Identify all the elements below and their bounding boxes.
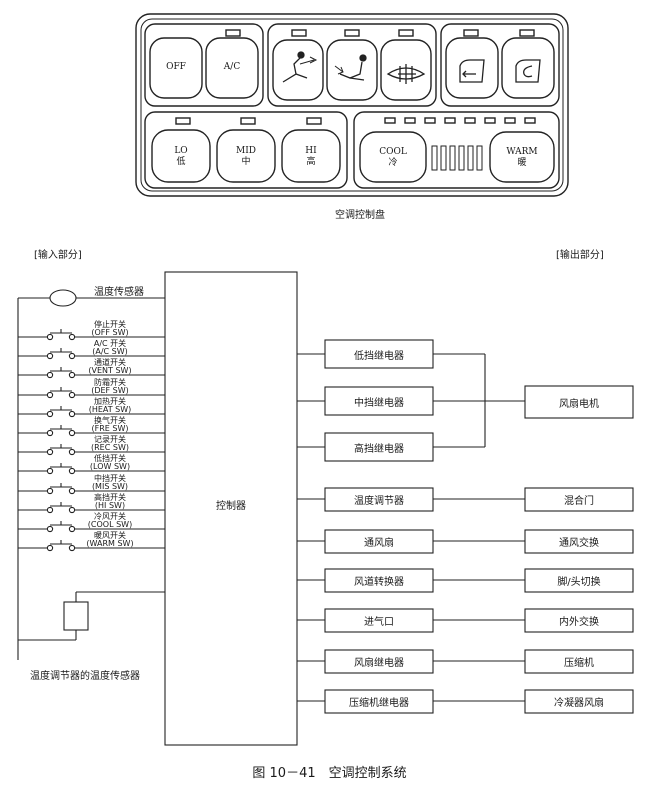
switch-label-cn: 换气开关 [94,416,126,425]
relay-high-label: 高挡继电器 [354,444,404,455]
relay-mid-label: 中挡继电器 [354,398,404,409]
switch-contact [18,444,165,456]
switch-contact [18,348,165,360]
switch-label-cn: A/C 开关 [93,339,127,348]
switch-label-en: (FRE SW) [91,424,129,433]
switch-label-cn: 停止开关 [94,320,126,329]
switch-contact [18,406,165,418]
output-left-label: 温度调节器 [354,496,404,507]
recirculation-icon [515,59,541,83]
switch-label-en: (OFF SW) [91,328,129,337]
switch-label-en: (REC SW) [91,443,129,452]
lo-button[interactable] [151,129,211,183]
control-panel-drawing [135,13,569,197]
switch-label-cn: 加热开关 [94,397,126,406]
cool-button-label: COOL [379,147,407,157]
switch-label-cn: 中挡开关 [94,474,126,483]
vent-mode-icon [282,51,318,83]
controller-label: 控制器 [216,501,246,512]
mid-button-label: MID [236,146,256,156]
mid-button-label-cn: 中 [241,157,251,167]
switch-label-en: (A/C SW) [92,347,128,356]
output-right-label: 混合门 [564,496,594,507]
output-left-label: 风道转换器 [354,577,404,588]
lo-button-label-cn: 低 [176,157,186,167]
off-button[interactable] [149,37,203,99]
switch-label-en: (HI SW) [94,501,126,510]
output-left-label: 进气口 [364,617,394,628]
switch-contact [18,425,165,437]
fresh-air-button[interactable] [445,37,499,99]
switch-label-cn: 冷风开关 [94,512,126,521]
recirculation-button[interactable] [501,37,555,99]
output-left-label: 通风扇 [364,538,394,549]
switch-contact [18,367,165,379]
off-button-label: OFF [166,62,186,72]
switch-label-cn: 暖风开关 [94,531,126,540]
switch-label-en: (DEF SW) [91,386,129,395]
switch-label-cn: 通道开关 [94,358,126,367]
output-right-label: 冷凝器风扇 [554,698,604,709]
hi-button-label-cn: 高 [306,157,316,167]
switch-label-en: (WARM SW) [86,539,134,548]
switch-contact [18,463,165,475]
output-section-heading: [输出部分] [556,250,604,261]
mid-button[interactable] [216,129,276,183]
relay-low-label: 低挡继电器 [354,351,404,362]
input-section-heading: [输入部分] [34,250,82,261]
ac-button-label: A/C [223,62,241,72]
output-right-label: 压缩机 [564,658,594,669]
switch-contact [18,329,165,341]
defrost-icon [386,64,426,84]
fresh-air-icon [459,59,485,83]
output-right-label: 通风交换 [559,538,599,549]
lo-button-label: LO [174,146,188,156]
switch-label-en: (VENT SW) [88,366,132,375]
ac-button[interactable] [205,37,259,99]
switch-lines [18,329,165,552]
output-left-label: 压缩机继电器 [349,698,409,709]
fan-motor-label: 风扇电机 [559,399,599,410]
foot-mode-icon [334,54,367,81]
figure-caption: 图 10－41 空调控制系统 [252,766,407,781]
defrost-button[interactable] [380,39,432,101]
cool-button[interactable] [359,131,427,183]
warm-button-label-cn: 暖 [517,158,527,168]
switch-label-cn: 记录开关 [94,435,126,444]
switch-contact [18,387,165,399]
regulator-sensor-label: 温度调节器的温度传感器 [30,671,140,682]
switch-label-en: (COOL SW) [87,520,133,529]
temperature-level-bars [431,145,483,171]
temp-sensor-label: 温度传感器 [94,287,144,298]
hi-button-label: HI [305,146,317,156]
output-right-label: 内外交换 [559,617,599,628]
switch-label-en: (HEAT SW) [88,405,132,414]
switch-contact [18,521,165,533]
switch-contact [18,540,165,552]
warm-button-label: WARM [506,147,538,157]
cool-button-label-cn: 冷 [388,158,398,168]
output-left-label: 风扇继电器 [354,658,404,669]
switch-contact [18,483,165,495]
switch-label-en: (LOW SW) [89,462,131,471]
vent-mode-button[interactable] [272,39,324,101]
switch-label-cn: 高挡开关 [94,493,126,502]
warm-button[interactable] [489,131,555,183]
switch-contact [18,502,165,514]
panel-caption: 空调控制盘 [335,210,385,221]
output-right-label: 脚/头切换 [557,577,601,588]
switch-label-cn: 防霜开关 [94,378,126,387]
switch-label-cn: 低挡开关 [94,454,126,463]
foot-mode-button[interactable] [326,39,378,101]
switch-label-en: (MIS SW) [91,482,129,491]
hi-button[interactable] [281,129,341,183]
